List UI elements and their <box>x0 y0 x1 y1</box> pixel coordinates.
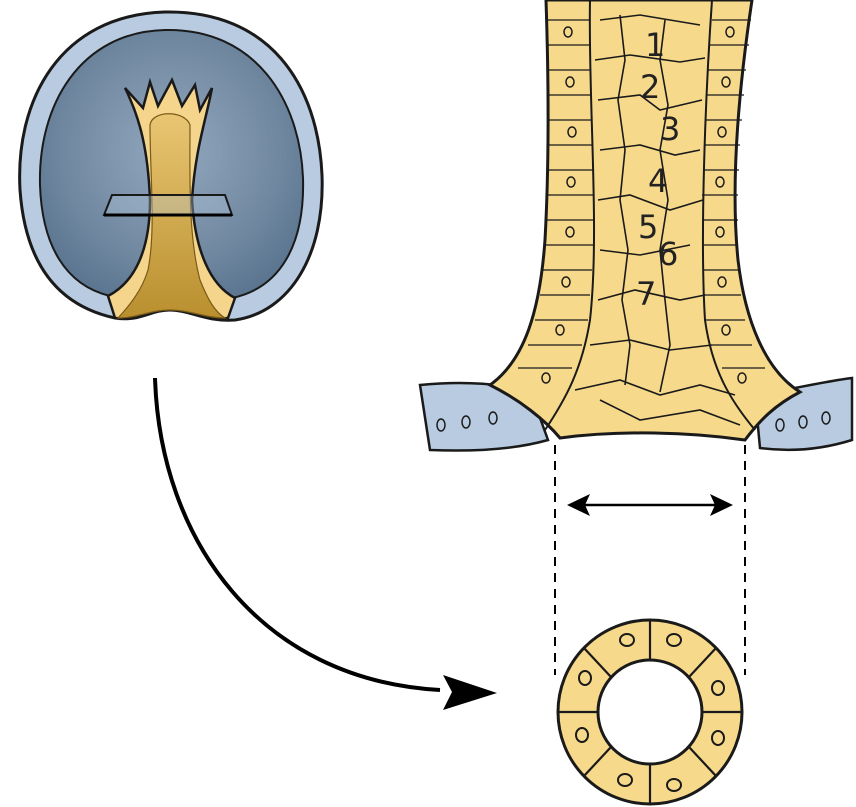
cell-label-4: 4 <box>648 162 668 200</box>
curved-arrow <box>155 378 440 690</box>
curved-arrowhead <box>443 675 497 710</box>
cell-label-7: 7 <box>636 275 656 313</box>
width-double-arrow <box>567 494 733 516</box>
cell-label-5: 5 <box>638 208 658 246</box>
whole-embryo <box>20 12 323 320</box>
cross-section: 1 2 3 4 5 6 7 <box>420 0 852 451</box>
cell-label-6: 6 <box>658 235 678 273</box>
cell-label-3: 3 <box>660 110 680 148</box>
cell-label-2: 2 <box>640 68 660 106</box>
cell-label-1: 1 <box>645 26 665 64</box>
section-plane <box>104 195 232 215</box>
neural-tube-ring <box>558 620 742 804</box>
